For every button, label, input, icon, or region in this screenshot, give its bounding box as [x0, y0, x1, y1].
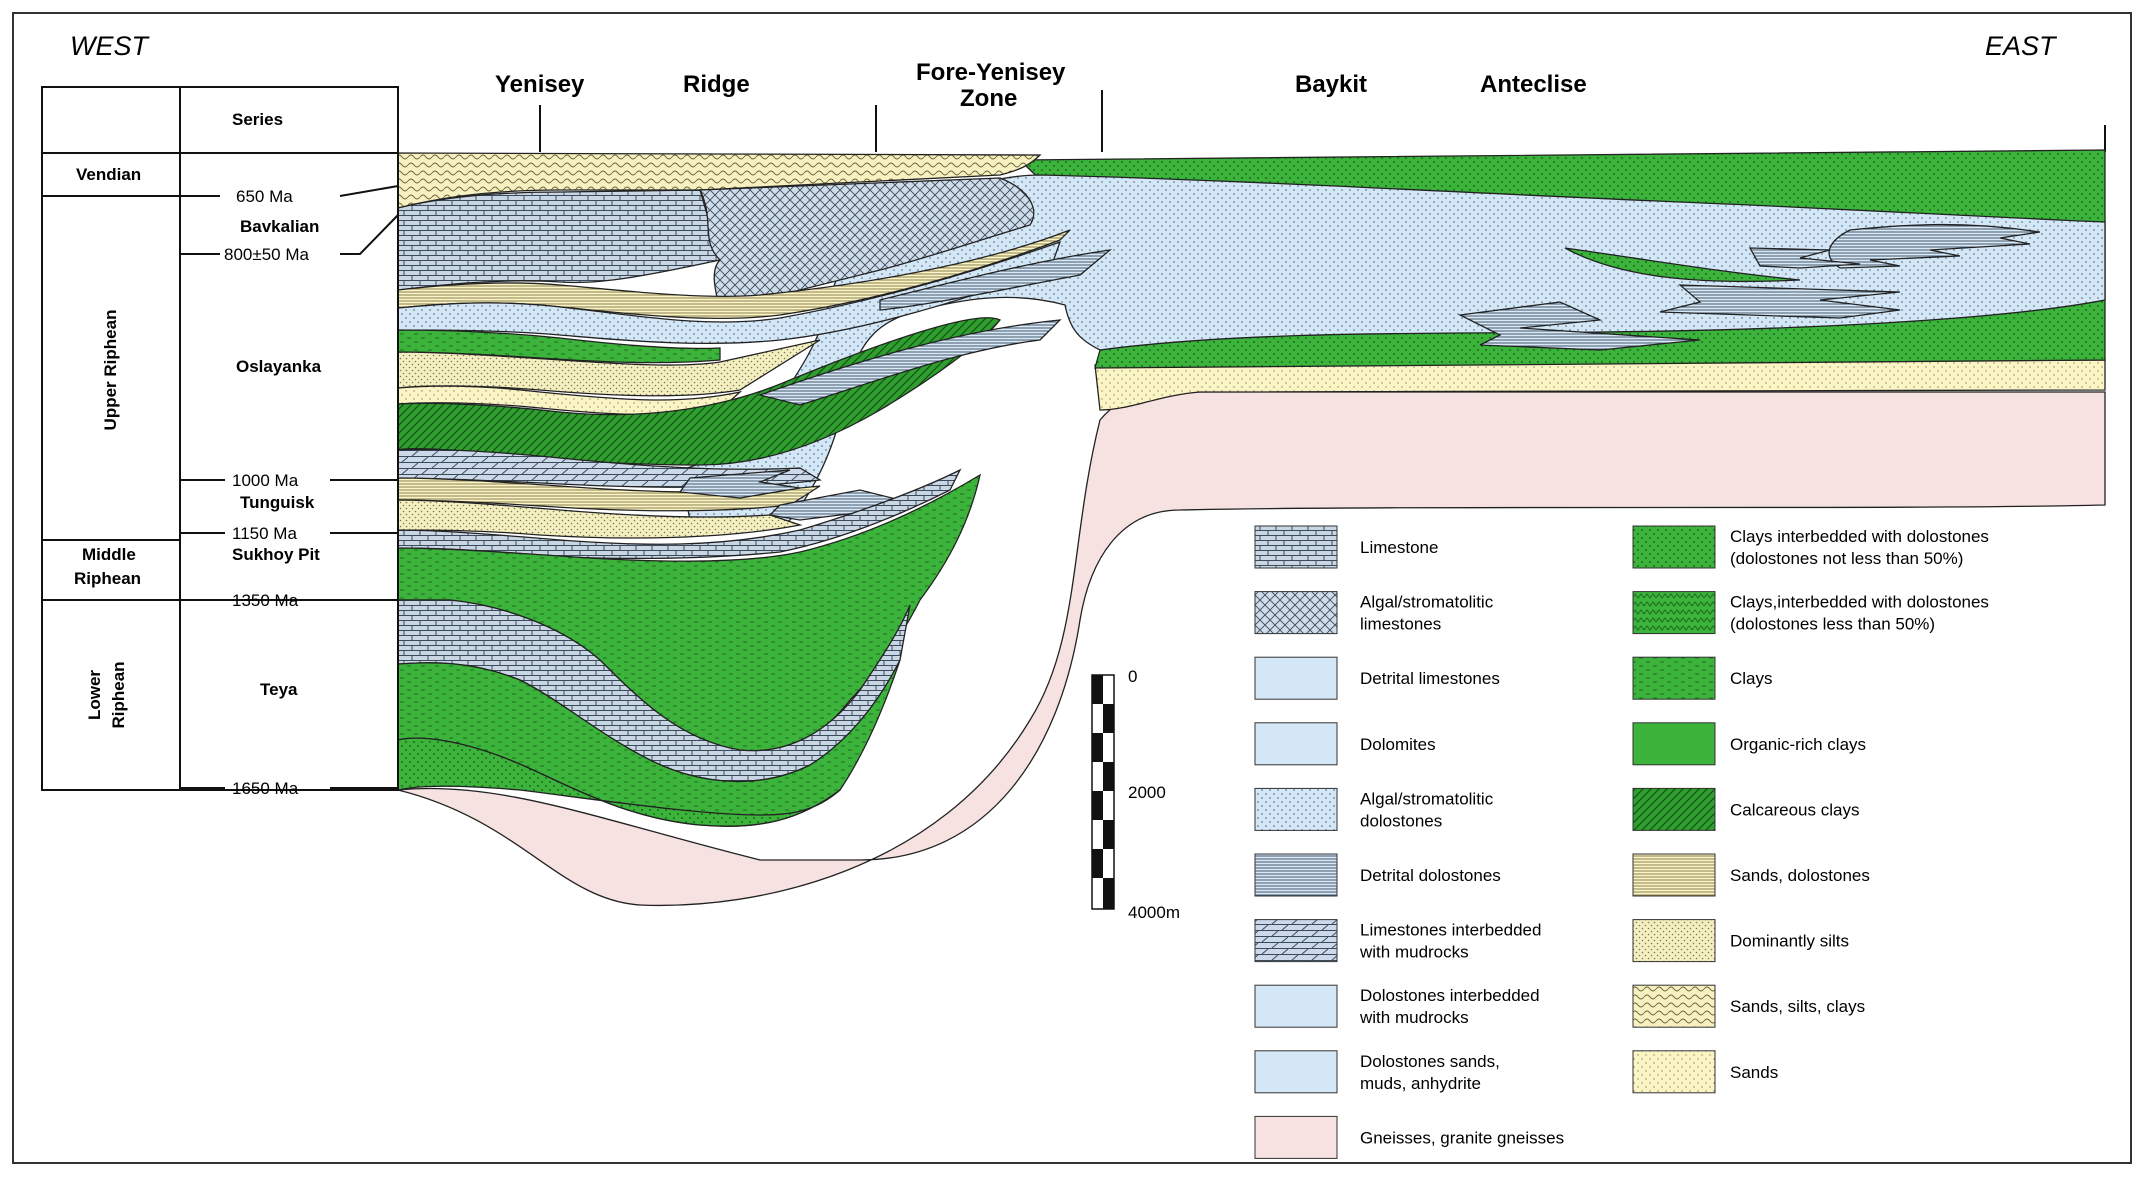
system-vendian: Vendian: [76, 165, 141, 184]
legend-swatch-sands: [1632, 1050, 1716, 1094]
legend-label-clay-dolo-high: (dolostones not less than 50%): [1730, 549, 1963, 568]
system-lower-riphean-2: Riphean: [109, 661, 128, 728]
zone-anteclise: Anteclise: [1480, 71, 1587, 98]
legend-label-limestone-mud: with mudrocks: [1359, 943, 1469, 962]
legend-label-sand-dolo: Sands, dolostones: [1730, 866, 1870, 885]
legend-swatch-silts: [1632, 919, 1716, 963]
legend-label-gneiss: Gneisses, granite gneisses: [1360, 1128, 1564, 1147]
series-teya: Teya: [260, 680, 298, 699]
legend-label-sand-silt-clay: Sands, silts, clays: [1730, 997, 1865, 1016]
detrital-dolostone-spur: [879, 249, 1113, 311]
age-1650: 1650 Ma: [232, 779, 299, 798]
legend-swatch-dolostone-mud: [1254, 984, 1338, 1028]
series-bavkalian: Bavkalian: [240, 217, 319, 236]
zone-ridge: Ridge: [683, 71, 750, 98]
gneiss-basement: [397, 389, 2106, 907]
system-middle-riphean: Middle: [82, 545, 136, 564]
clay-lens: [1564, 247, 1801, 283]
legend-swatch-detrital-dolostone: [1254, 853, 1338, 897]
age-1000: 1000 Ma: [232, 471, 299, 490]
legend-label-dolostone-sands: muds, anhydrite: [1360, 1074, 1481, 1093]
legend-label-detrital-dolostone: Detrital dolostones: [1360, 866, 1501, 885]
legend-label-algal-limestone: limestones: [1360, 615, 1441, 634]
strat-table: Series Vendian Upper Riphean Middle Riph…: [41, 86, 399, 798]
legend-swatch-algal-limestone: [1254, 591, 1338, 635]
clays-teya-lower: [397, 737, 841, 827]
legend-swatch-calc-clays: [1632, 787, 1716, 831]
system-middle-riphean-2: Riphean: [74, 569, 141, 588]
scale-0: 0: [1128, 667, 1137, 686]
cross-section: [397, 149, 2106, 907]
legend-label-algal-dolostone: Algal/stromatolitic: [1360, 789, 1494, 808]
detrital-dolostone-lens: [1659, 284, 1901, 319]
legend-swatch-algal-dolostone: [1254, 787, 1338, 831]
legend-label-dolostone-mud: Dolostones interbedded: [1360, 986, 1540, 1005]
legend-swatch-gneiss: [1254, 1115, 1338, 1159]
legend-label-organic-clays: Organic-rich clays: [1730, 735, 1866, 754]
zone-baykit: Baykit: [1295, 71, 1367, 98]
legend-label-algal-dolostone: dolostones: [1360, 811, 1442, 830]
legend-label-algal-limestone: Algal/stromatolitic: [1360, 593, 1494, 612]
detrital-dolostone-lens: [1748, 247, 1861, 269]
series-sukhoy-pit: Sukhoy Pit: [232, 545, 320, 564]
legend-label-clay-dolo-low: (dolostones less than 50%): [1730, 615, 1935, 634]
series-tunguisk: Tunguisk: [240, 493, 315, 512]
silts-tunguisk: [397, 499, 803, 539]
zone-fore-yenisey-zone: Zone: [960, 85, 1017, 112]
age-650: 650 Ma: [236, 187, 293, 206]
zone-yenisey: Yenisey: [495, 71, 585, 98]
legend-label-detrital-limestone: Detrital limestones: [1360, 669, 1500, 688]
legend-label-dolostone-sands: Dolostones sands,: [1360, 1052, 1500, 1071]
legend-label-limestone-mud: Limestones interbedded: [1360, 921, 1541, 940]
legend-swatch-detrital-limestone: [1254, 656, 1338, 700]
age-800: 800±50 Ma: [224, 245, 309, 264]
legend-label-calc-clays: Calcareous clays: [1730, 800, 1859, 819]
legend-swatch-limestone: [1254, 525, 1338, 569]
legend-label-silts: Dominantly silts: [1730, 932, 1849, 951]
legend-label-sands: Sands: [1730, 1063, 1778, 1082]
bavkalian-algal-limestone: [698, 177, 1035, 311]
age-1150: 1150 Ma: [232, 524, 297, 543]
bavkalian-limestone: [397, 189, 721, 291]
legend-label-clay-dolo-high: Clays interbedded with dolostones: [1730, 527, 1989, 546]
zone-fore-yenisey: Fore-Yenisey: [916, 59, 1066, 86]
sand-dolo-band-lower: [397, 477, 821, 512]
figure-frame: [12, 12, 2132, 1164]
scale-bar: 0 2000 4000m: [1091, 667, 1180, 922]
detrital-dolostone-lens: [1457, 301, 1701, 351]
legend-label-dolomites: Dolomites: [1360, 735, 1436, 754]
legend-swatch-clay-dolo-high: [1632, 525, 1716, 569]
legend-swatch-sand-silt-clay: [1632, 984, 1716, 1028]
legend-swatch-limestone-mud: [1254, 919, 1338, 963]
west-label: WEST: [70, 31, 151, 61]
scale-4000: 4000m: [1128, 903, 1180, 922]
scale-2000: 2000: [1128, 783, 1166, 802]
detrital-dolostone-spur: [757, 319, 1062, 406]
legend-swatch-dolomites: [1254, 722, 1338, 766]
east-label: EAST: [1985, 31, 2058, 61]
legend-label-limestone: Limestone: [1360, 538, 1438, 557]
legend-label-dolostone-mud: with mudrocks: [1359, 1008, 1469, 1027]
legend-swatch-dolostone-sands: [1254, 1050, 1338, 1094]
legend-label-clays: Clays: [1730, 669, 1773, 688]
legend-swatch-clays: [1632, 656, 1716, 700]
system-upper-riphean: Upper Riphean: [101, 310, 120, 431]
series-oslayanka: Oslayanka: [236, 357, 322, 376]
age-1350: 1350 Ma: [232, 591, 299, 610]
legend-swatch-organic-clays: [1632, 722, 1716, 766]
sands-east: [1094, 359, 2106, 411]
system-lower-riphean: Lower: [85, 670, 104, 720]
legend-swatch-sand-dolo: [1632, 853, 1716, 897]
series-header: Series: [232, 110, 283, 129]
detrital-dolostone-lens: [1828, 223, 2041, 269]
legend-label-clay-dolo-low: Clays,interbedded with dolostones: [1730, 593, 1989, 612]
algal-dolostone-band: [397, 240, 1062, 345]
detrital-dolostone-tunguisk: [678, 469, 801, 499]
legend-swatch-clay-dolo-low: [1632, 591, 1716, 635]
